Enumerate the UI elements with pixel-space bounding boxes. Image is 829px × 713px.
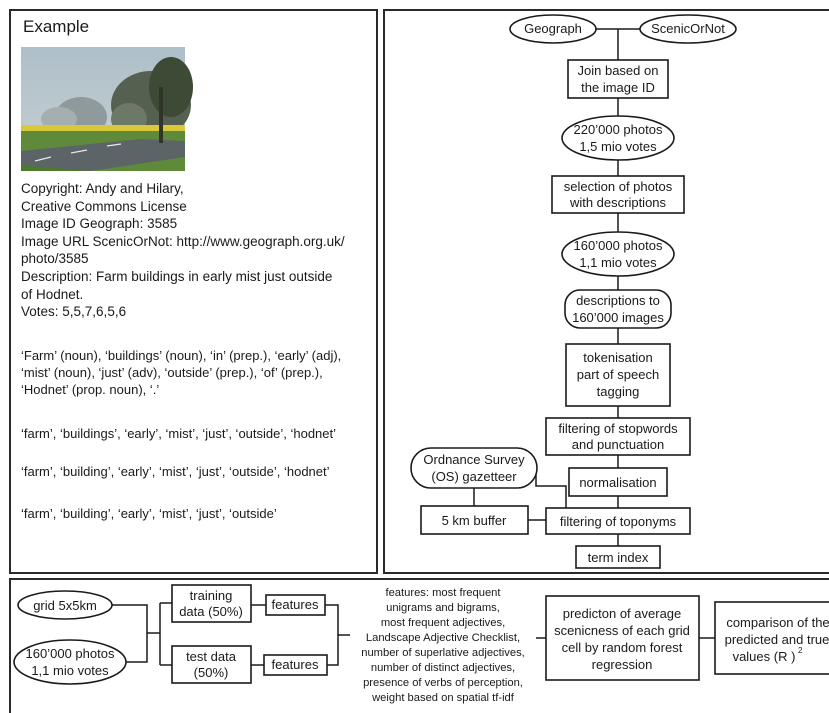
example-photo bbox=[21, 47, 193, 171]
node-descriptions-label-1: descriptions to bbox=[576, 293, 660, 308]
node-features-1: features bbox=[265, 594, 326, 616]
node-tokenisation-label-1: tokenisation bbox=[583, 350, 652, 365]
node-ordnance-label-1: Ordnance Survey bbox=[423, 452, 525, 467]
node-buffer: 5 km buffer bbox=[420, 505, 529, 535]
node-training-data: training data (50%) bbox=[171, 584, 252, 623]
pos-tags-line-3: ‘Hodnet’ (prop. noun), ‘.’ bbox=[21, 382, 160, 397]
node-term-index-label: term index bbox=[588, 550, 649, 565]
node-filter-stopwords-label-1: filtering of stopwords bbox=[558, 421, 678, 436]
description-line-2: of Hodnet. bbox=[21, 286, 84, 302]
node-photos-160: 160’000 photos 1,1 mio votes bbox=[561, 231, 675, 277]
node-geograph-label: Geograph bbox=[524, 21, 582, 36]
tokens-toponyms-removed-line: ‘farm’, ‘building’, ‘early’, ‘mist’, ‘ju… bbox=[21, 506, 277, 521]
flowchart-panel bbox=[383, 9, 829, 574]
node-tokenisation-label-3: tagging bbox=[597, 384, 640, 399]
tokens-normalised: ‘farm’, ‘building’, ‘early’, ‘mist’, ‘ju… bbox=[21, 463, 371, 480]
feature-list-line-4: Landscape Adjective Checklist, bbox=[366, 632, 520, 644]
feature-list-line-7: presence of verbs of perception, bbox=[363, 677, 523, 689]
node-features-2: features bbox=[263, 654, 328, 676]
pipeline-edges bbox=[112, 602, 715, 666]
node-bottom-photos: 160’000 photos 1,1 mio votes bbox=[13, 639, 127, 685]
node-ordnance-label-2: (OS) gazetteer bbox=[431, 469, 517, 484]
node-filter-stopwords-label-2: and punctuation bbox=[572, 437, 665, 452]
license-line: Creative Commons License bbox=[21, 198, 187, 214]
node-descriptions-label-2: 160’000 images bbox=[572, 310, 664, 325]
node-grid-label: grid 5x5km bbox=[33, 598, 97, 613]
votes-line: Votes: 5,5,7,6,5,6 bbox=[21, 304, 127, 320]
feature-list-line-5: number of superlative adjectives, bbox=[361, 647, 525, 659]
node-selection-label-2: with descriptions bbox=[569, 195, 667, 210]
node-scenicornot: ScenicOrNot bbox=[639, 14, 737, 44]
node-test-data: test data (50%) bbox=[171, 645, 252, 684]
node-normalisation-label: normalisation bbox=[579, 475, 656, 490]
example-metadata: Copyright: Andy and Hilary, Creative Com… bbox=[21, 180, 366, 321]
node-comparison-label-3: values (R ) bbox=[733, 649, 796, 664]
node-normalisation: normalisation bbox=[568, 467, 668, 497]
node-descriptions: descriptions to 160’000 images bbox=[564, 289, 672, 329]
node-bottom-photos-label-1: 160’000 photos bbox=[26, 646, 115, 661]
feature-list-line-8: weight based on spatial tf-idf bbox=[371, 692, 515, 704]
tokens-filtered: ‘farm’, ‘buildings’, ‘early’, ‘mist’, ‘j… bbox=[21, 425, 371, 442]
example-panel: Example Copyright: Andy and Hilary, Crea… bbox=[9, 9, 378, 574]
node-photos-220-label-2: 1,5 mio votes bbox=[579, 139, 657, 154]
example-title: Example bbox=[23, 17, 90, 36]
node-ordnance-survey: Ordnance Survey (OS) gazetteer bbox=[410, 447, 538, 489]
flow-edges bbox=[473, 28, 640, 546]
node-prediction: predicton of average scenicness of each … bbox=[545, 595, 700, 681]
node-training-label-1: training bbox=[190, 588, 233, 603]
pos-tags-line-1: ‘Farm’ (noun), ‘buildings’ (noun), ‘in’ … bbox=[21, 348, 342, 363]
node-comparison: comparison of the predicted and true val… bbox=[714, 601, 829, 675]
node-tokenisation-label-2: part of speech bbox=[577, 367, 659, 382]
node-grid: grid 5x5km bbox=[17, 590, 113, 620]
node-selection: selection of photos with descriptions bbox=[551, 175, 685, 214]
image-id-line: Image ID Geograph: 3585 bbox=[21, 216, 178, 232]
node-prediction-label-1: predicton of average bbox=[563, 606, 682, 621]
node-comparison-label-1: comparison of the bbox=[726, 615, 829, 630]
node-join: Join based on the image ID bbox=[567, 59, 669, 99]
image-url-line-2: photo/3585 bbox=[21, 251, 89, 267]
node-photos-160-label-1: 160’000 photos bbox=[574, 238, 663, 253]
node-filter-toponyms: filtering of toponyms bbox=[545, 507, 691, 535]
node-photos-220-label-1: 220’000 photos bbox=[574, 122, 663, 137]
node-comparison-superscript: 2 bbox=[798, 646, 803, 655]
node-selection-label-1: selection of photos bbox=[564, 179, 673, 194]
copyright-line: Copyright: Andy and Hilary, bbox=[21, 181, 184, 196]
description-line: Description: Farm buildings in early mis… bbox=[21, 268, 333, 284]
feature-list: features: most frequent unigrams and big… bbox=[361, 587, 525, 704]
node-term-index: term index bbox=[575, 545, 661, 569]
node-bottom-photos-label-2: 1,1 mio votes bbox=[31, 663, 109, 678]
node-prediction-label-3: cell by random forest bbox=[562, 640, 683, 655]
node-tokenisation: tokenisation part of speech tagging bbox=[565, 343, 671, 407]
node-join-label-1: Join based on bbox=[578, 63, 659, 78]
tokens-normalised-line: ‘farm’, ‘building’, ‘early’, ‘mist’, ‘ju… bbox=[21, 464, 330, 479]
node-training-label-2: data (50%) bbox=[179, 604, 243, 619]
pos-tags-line-2: ‘mist’ (noun), ‘just’ (adv), ‘outside’ (… bbox=[21, 365, 323, 380]
node-filter-toponyms-label: filtering of toponyms bbox=[560, 514, 677, 529]
node-photos-160-label-2: 1,1 mio votes bbox=[579, 255, 657, 270]
node-prediction-label-4: regression bbox=[592, 657, 653, 672]
node-photos-220: 220’000 photos 1,5 mio votes bbox=[561, 115, 675, 161]
feature-list-line-6: number of distinct adjectives, bbox=[371, 662, 515, 674]
pipeline-panel bbox=[9, 578, 829, 713]
tokens-toponyms-removed: ‘farm’, ‘building’, ‘early’, ‘mist’, ‘ju… bbox=[21, 505, 371, 522]
node-features-2-label: features bbox=[272, 657, 319, 672]
node-scenicornot-label: ScenicOrNot bbox=[651, 21, 725, 36]
node-buffer-label: 5 km buffer bbox=[442, 513, 507, 528]
node-comparison-label-2: predicted and true bbox=[725, 632, 829, 647]
feature-list-line-2: unigrams and bigrams, bbox=[386, 602, 500, 614]
node-prediction-label-2: scenicness of each grid bbox=[554, 623, 690, 638]
image-url-line: Image URL ScenicOrNot: http://www.geogra… bbox=[21, 233, 345, 249]
node-features-1-label: features bbox=[272, 597, 319, 612]
node-geograph: Geograph bbox=[509, 14, 597, 44]
node-join-label-2: the image ID bbox=[581, 80, 655, 95]
feature-list-line-1: features: most frequent bbox=[385, 587, 501, 599]
feature-list-line-3: most frequent adjectives, bbox=[381, 617, 505, 629]
pos-tags: ‘Farm’ (noun), ‘buildings’ (noun), ‘in’ … bbox=[21, 347, 371, 398]
node-test-label-1: test data bbox=[186, 649, 237, 664]
tokens-filtered-line: ‘farm’, ‘buildings’, ‘early’, ‘mist’, ‘j… bbox=[21, 426, 337, 441]
node-test-label-2: (50%) bbox=[194, 665, 229, 680]
node-filter-stopwords: filtering of stopwords and punctuation bbox=[545, 417, 691, 456]
